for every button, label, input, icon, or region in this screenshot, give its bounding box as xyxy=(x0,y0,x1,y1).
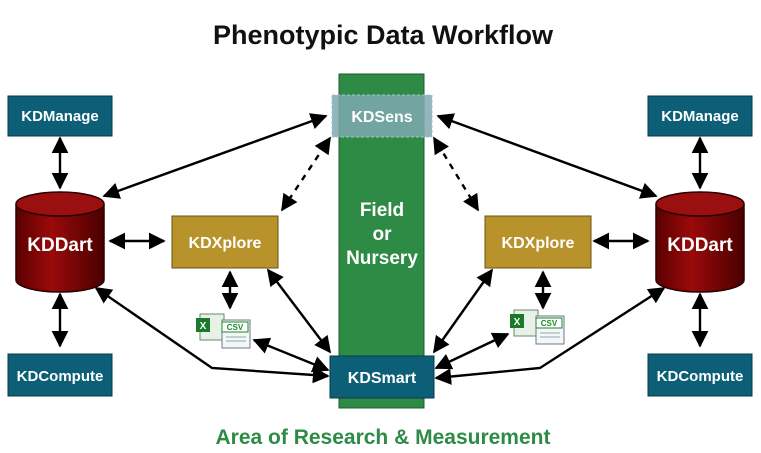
left-dart-label: KDDart xyxy=(27,235,93,256)
svg-text:X: X xyxy=(200,321,207,332)
right-compute-node: KDCompute xyxy=(647,353,753,397)
left-manage-box xyxy=(7,95,113,137)
left-compute-box xyxy=(7,353,113,397)
left-dart-db-body xyxy=(15,204,105,293)
right-csv-label: CSV xyxy=(541,319,558,328)
edge-right-dart-smart xyxy=(434,286,666,385)
kdsmart-box xyxy=(329,355,435,399)
edge-right-files-smart xyxy=(434,332,510,370)
right-xplore-box xyxy=(484,215,592,269)
right-manage-box xyxy=(647,95,753,137)
edge-right-dart-sens xyxy=(436,113,658,199)
edges xyxy=(51,113,709,385)
right-dart-node: KDDart xyxy=(655,191,745,293)
kdsens-label: KDSens xyxy=(351,109,412,126)
left-excel-icon xyxy=(196,318,210,332)
left-manage-label: KDManage xyxy=(21,108,99,125)
edge-left-xplore-sens xyxy=(281,136,331,212)
right-excel-icon xyxy=(510,314,524,328)
right-manage-node: KDManage xyxy=(647,95,753,137)
left-dart-node: KDDart xyxy=(15,191,105,293)
left-dart-db-top xyxy=(15,191,105,217)
edge-right-xplore-sens xyxy=(432,136,480,212)
kdsmart-label: KDSmart xyxy=(348,370,417,387)
edge-right-xplore-smart xyxy=(433,268,493,354)
field-line-3: Nursery xyxy=(346,248,418,269)
left-xplore-node: KDXplore xyxy=(171,215,279,269)
right-file-icons: X CSV xyxy=(510,309,565,345)
left-xplore-label: KDXplore xyxy=(189,235,262,252)
edge-left-files-smart xyxy=(252,337,330,373)
left-compute-label: KDCompute xyxy=(17,368,104,385)
edge-left-dart-sens xyxy=(102,113,328,199)
edge-left-dart-smart xyxy=(94,287,330,384)
left-xplore-box xyxy=(171,215,279,269)
diagram-title: Phenotypic Data Workflow xyxy=(213,20,554,50)
edge-left-xplore-smart xyxy=(266,268,332,354)
right-xplore-label: KDXplore xyxy=(502,235,575,252)
right-dart-db-body xyxy=(655,204,745,293)
left-manage-node: KDManage xyxy=(7,95,113,137)
diagram-footer: Area of Research & Measurement xyxy=(216,426,551,449)
right-dart-db-top xyxy=(655,191,745,217)
right-manage-label: KDManage xyxy=(661,108,739,125)
left-file-icons: X CSV xyxy=(196,313,251,349)
field-line-1: Field xyxy=(360,200,404,221)
right-xplore-node: KDXplore xyxy=(484,215,592,269)
right-compute-label: KDCompute xyxy=(657,368,744,385)
left-compute-node: KDCompute xyxy=(7,353,113,397)
right-compute-box xyxy=(647,353,753,397)
kdsmart-node: KDSmart xyxy=(329,355,435,399)
left-csv-label: CSV xyxy=(227,323,244,332)
field-line-2: or xyxy=(373,224,393,245)
right-dart-label: KDDart xyxy=(667,235,733,256)
kdsens-node: KDSens xyxy=(331,94,433,138)
kdsens-box xyxy=(331,94,433,138)
svg-text:X: X xyxy=(514,317,521,328)
